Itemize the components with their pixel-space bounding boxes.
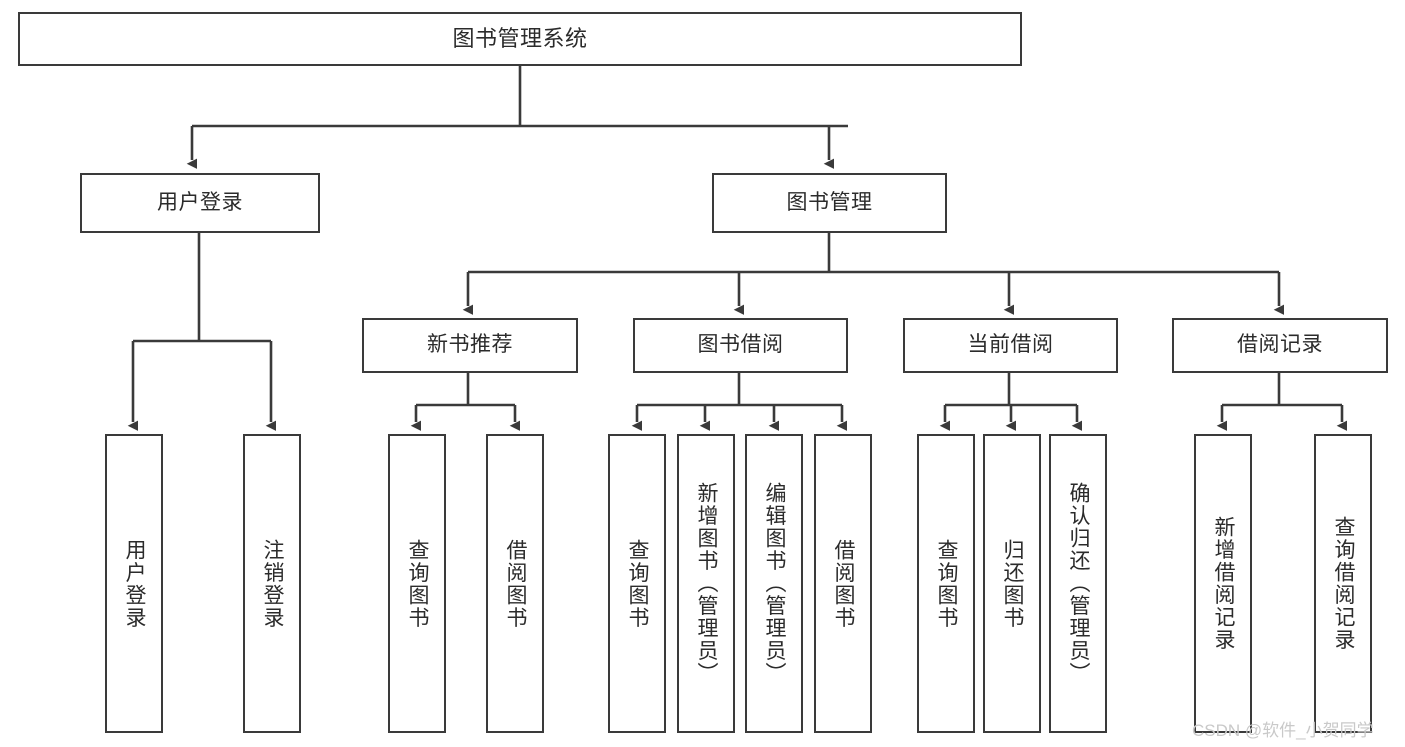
node-label: 借阅图书 bbox=[504, 538, 528, 629]
node-label: 新书推荐 bbox=[427, 333, 513, 357]
node-label: 图书管理 bbox=[786, 190, 873, 214]
csdn-watermark: CSDN @软件_小贺同学 bbox=[1192, 721, 1374, 740]
leaf-current-borrow-query[interactable]: 查询图书 bbox=[917, 434, 975, 733]
node-label: 查询借阅记录 bbox=[1332, 516, 1356, 651]
node-label: 查询图书 bbox=[935, 538, 959, 629]
node-label: 新增借阅记录 bbox=[1212, 516, 1236, 651]
node-label: 用户登录 bbox=[157, 190, 243, 214]
node-label: 借阅图书 bbox=[832, 538, 856, 629]
node-label: 归还图书 bbox=[1001, 538, 1025, 629]
node-label: 图书管理系统 bbox=[452, 25, 588, 51]
node-label: 图书借阅 bbox=[697, 333, 784, 357]
node-label: 当前借阅 bbox=[967, 333, 1054, 357]
leaf-book-borrow-borrow[interactable]: 借阅图书 bbox=[814, 434, 872, 733]
leaf-current-borrow-return[interactable]: 归还图书 bbox=[983, 434, 1041, 733]
node-label: 注销登录 bbox=[261, 538, 285, 629]
node-new-book-recommend[interactable]: 新书推荐 bbox=[362, 318, 578, 373]
node-book-borrow[interactable]: 图书借阅 bbox=[633, 318, 848, 373]
node-label: 确认归还（管理员） bbox=[1067, 482, 1091, 685]
node-label: 查询图书 bbox=[626, 538, 650, 629]
leaf-borrow-record-query[interactable]: 查询借阅记录 bbox=[1314, 434, 1372, 733]
node-label: 借阅记录 bbox=[1237, 333, 1323, 357]
leaf-borrow-record-add[interactable]: 新增借阅记录 bbox=[1194, 434, 1252, 733]
leaf-user-login-logout[interactable]: 注销登录 bbox=[243, 434, 301, 733]
node-label: 用户登录 bbox=[123, 538, 147, 629]
leaf-new-book-borrow[interactable]: 借阅图书 bbox=[486, 434, 544, 733]
leaf-user-login-login[interactable]: 用户登录 bbox=[105, 434, 163, 733]
node-root-book-management-system[interactable]: 图书管理系统 bbox=[18, 12, 1022, 66]
node-book-management[interactable]: 图书管理 bbox=[712, 173, 947, 233]
leaf-book-borrow-edit[interactable]: 编辑图书（管理员） bbox=[745, 434, 803, 733]
node-label: 新增图书（管理员） bbox=[695, 482, 719, 685]
node-user-login[interactable]: 用户登录 bbox=[80, 173, 320, 233]
node-current-borrow[interactable]: 当前借阅 bbox=[903, 318, 1118, 373]
node-label: 编辑图书（管理员） bbox=[763, 482, 787, 685]
node-label: 查询图书 bbox=[406, 538, 430, 629]
node-borrow-record[interactable]: 借阅记录 bbox=[1172, 318, 1388, 373]
leaf-book-borrow-add[interactable]: 新增图书（管理员） bbox=[677, 434, 735, 733]
leaf-current-borrow-confirm-return[interactable]: 确认归还（管理员） bbox=[1049, 434, 1107, 733]
leaf-book-borrow-query[interactable]: 查询图书 bbox=[608, 434, 666, 733]
leaf-new-book-query[interactable]: 查询图书 bbox=[388, 434, 446, 733]
